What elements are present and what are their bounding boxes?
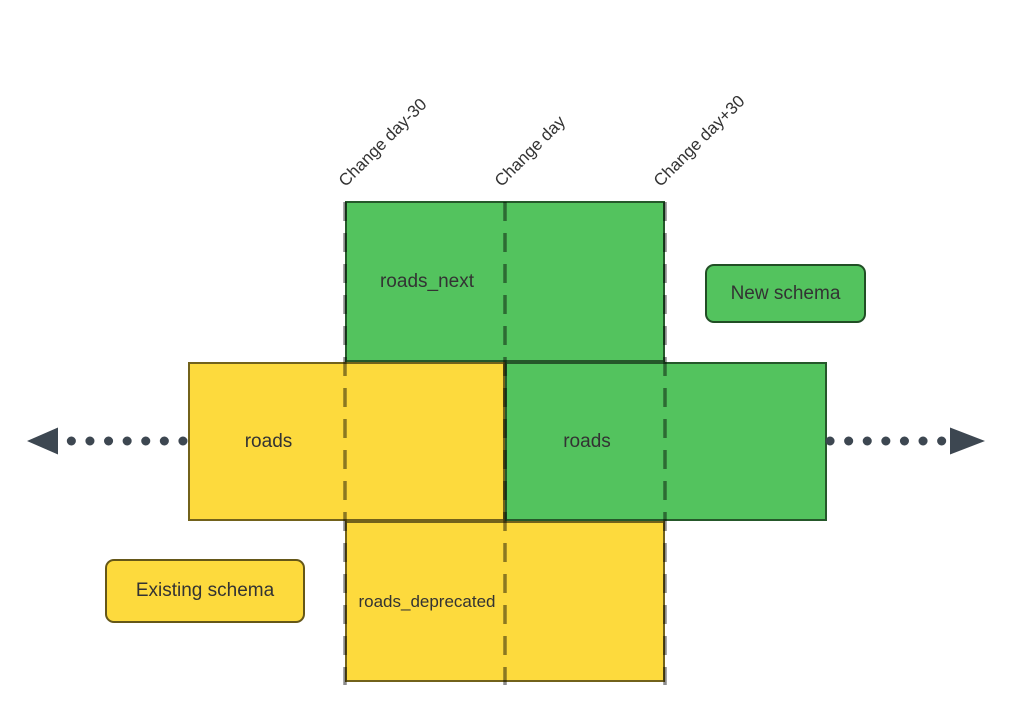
roads-existing-box: roads — [188, 362, 505, 521]
roads-deprecated-box: roads_deprecated — [345, 521, 665, 682]
legend-existing-schema: Existing schema — [105, 559, 305, 623]
timeline-label-text: Change day-30 — [334, 94, 431, 191]
roads-deprecated-label: roads_deprecated — [358, 591, 496, 611]
timeline-arrow-right-icon — [825, 427, 985, 455]
timeline-label-text: Change day+30 — [649, 91, 749, 191]
legend-new-schema: New schema — [705, 264, 866, 323]
timeline-label-text: Change day — [490, 112, 570, 191]
timeline-arrow-left-icon — [27, 427, 188, 455]
roads-next-label: roads_next — [379, 270, 474, 292]
legend-existing-schema-label: Existing schema — [135, 580, 275, 601]
roads-new-box: roads — [505, 362, 827, 521]
roads-new-label: roads — [563, 430, 611, 452]
roads-next-box: roads_next — [345, 201, 665, 362]
roads-existing-label: roads — [244, 430, 293, 452]
legend-new-schema-label: New schema — [730, 282, 841, 304]
